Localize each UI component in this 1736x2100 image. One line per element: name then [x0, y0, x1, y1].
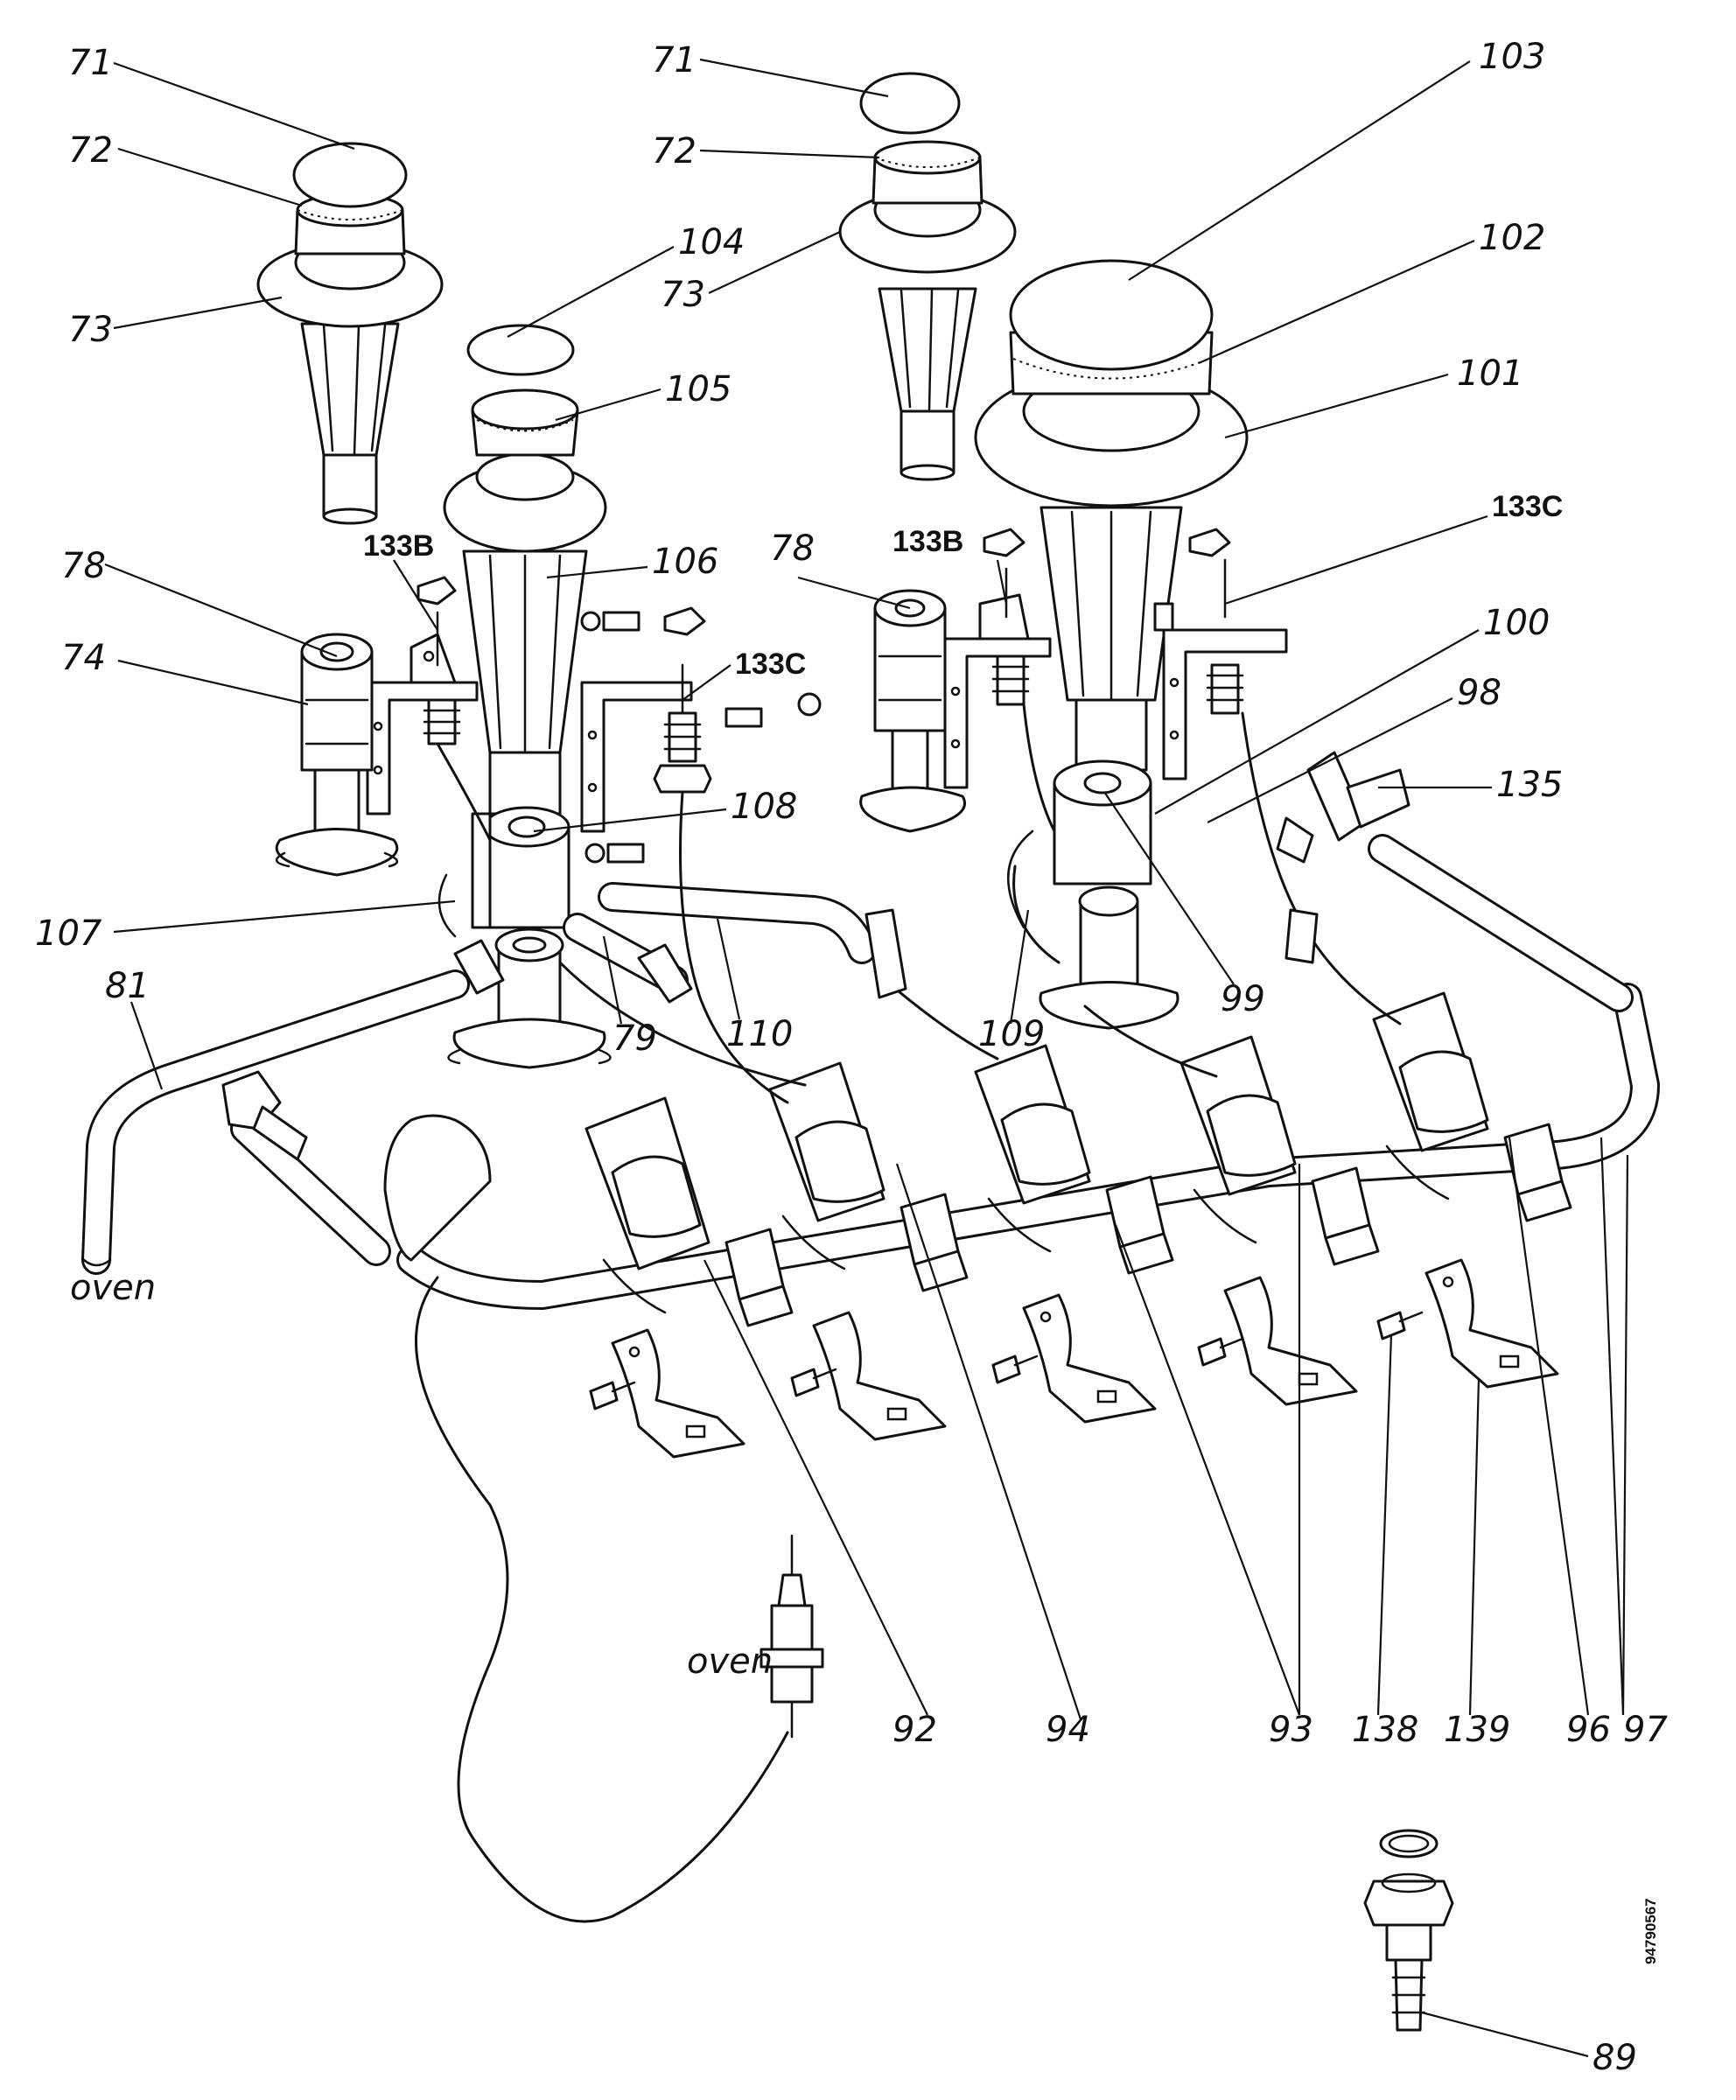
tap-1: [584, 1096, 794, 1327]
burner-right-back: [838, 72, 1017, 481]
label-100: 100: [1483, 603, 1550, 643]
right-bracket-assembly: [943, 528, 1288, 789]
document-code: 94790567: [1642, 1898, 1659, 1964]
label-102: 102: [1479, 218, 1545, 258]
label-72-left: 72: [68, 130, 113, 171]
safety-valve-left: [275, 633, 399, 877]
screws: [589, 1311, 1424, 1410]
clip-3: [1022, 1293, 1157, 1424]
wires: [383, 703, 1402, 1923]
tap-3: [974, 1044, 1174, 1275]
valve-right-large: [1007, 760, 1180, 1030]
oven-thermocouple: [760, 1534, 824, 1739]
label-92: 92: [892, 1710, 937, 1750]
hose-fitting-89: [1363, 1829, 1454, 2032]
burner-large: [974, 259, 1249, 772]
leader-lines: [104, 58, 1629, 2058]
label-139: 139: [1444, 1710, 1510, 1750]
label-133B-right: 133B: [892, 525, 963, 558]
clip-5: [1424, 1258, 1559, 1389]
tap-2: [768, 1061, 969, 1292]
label-135: 135: [1496, 765, 1563, 805]
label-71-left: 71: [68, 43, 113, 83]
label-78-right: 78: [770, 528, 815, 569]
label-106: 106: [652, 542, 718, 582]
part-labels: 71 72 73 71 72 73 103 102 101 104 105 10…: [35, 37, 1668, 2078]
label-104: 104: [678, 222, 745, 262]
label-98: 98: [1457, 673, 1502, 713]
clip-4: [1223, 1276, 1358, 1406]
label-108: 108: [731, 787, 797, 827]
label-94: 94: [1046, 1710, 1090, 1750]
burner-left-back: [256, 142, 444, 525]
label-133B-left: 133B: [363, 529, 434, 563]
label-110: 110: [726, 1014, 793, 1054]
clip-2: [812, 1311, 947, 1441]
label-109: 109: [978, 1014, 1045, 1054]
clip-1: [611, 1328, 746, 1459]
label-107: 107: [35, 914, 102, 954]
label-73-left: 73: [68, 310, 113, 350]
label-133C-left: 133C: [735, 648, 806, 681]
left-bracket-assembly: [366, 576, 822, 864]
label-oven-pipe: oven: [70, 1268, 156, 1308]
label-oven-thermocouple: oven: [687, 1642, 773, 1682]
tap-4: [1180, 1035, 1380, 1266]
label-103: 103: [1479, 37, 1545, 77]
label-138: 138: [1352, 1710, 1418, 1750]
label-71-right: 71: [652, 40, 696, 80]
label-101: 101: [1457, 354, 1523, 394]
label-97: 97: [1623, 1710, 1668, 1750]
clips-and-screws: [589, 1258, 1559, 1459]
label-89: 89: [1592, 2038, 1637, 2078]
label-74: 74: [61, 638, 106, 678]
label-72-right: 72: [652, 131, 696, 172]
label-96: 96: [1566, 1710, 1611, 1750]
label-73-right: 73: [661, 275, 705, 315]
burner-middle: [443, 324, 607, 816]
label-99: 99: [1221, 979, 1265, 1019]
label-93: 93: [1269, 1710, 1313, 1750]
label-78-left: 78: [61, 546, 106, 586]
gas-pipes: [81, 751, 1660, 1310]
label-105: 105: [665, 369, 732, 410]
label-81: 81: [105, 966, 150, 1006]
gas-taps: [584, 991, 1572, 1327]
tap-5: [1372, 991, 1572, 1222]
label-79: 79: [612, 1018, 657, 1059]
label-133C-right: 133C: [1492, 490, 1563, 523]
